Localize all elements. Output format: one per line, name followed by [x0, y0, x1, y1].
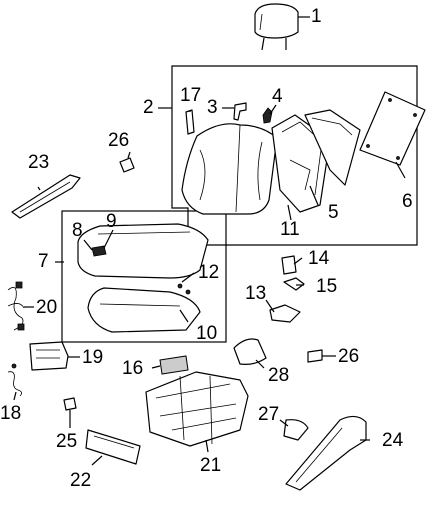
- seatback-panel: [304, 109, 361, 186]
- callout-1: 1: [311, 6, 322, 27]
- callout-7: 7: [38, 251, 49, 272]
- callout-11: 11: [280, 219, 300, 240]
- callout-9: 9: [106, 211, 117, 232]
- clip-26-lower: [307, 349, 323, 363]
- part-16: [159, 355, 189, 375]
- cushion-pad: [77, 223, 209, 279]
- cushion-frame: [87, 287, 201, 333]
- callout-14: 14: [308, 248, 330, 269]
- callout-23: 23: [28, 152, 50, 173]
- part-14: [281, 255, 297, 275]
- callout-13: 13: [245, 283, 267, 304]
- callout-2: 2: [143, 97, 154, 118]
- callout-12: 12: [198, 262, 220, 283]
- callout-28: 28: [268, 365, 290, 386]
- callout-20: 20: [36, 297, 58, 318]
- callout-19: 19: [82, 347, 104, 368]
- callout-16: 16: [122, 358, 144, 379]
- headrest: [254, 3, 299, 51]
- callout-10: 10: [196, 323, 218, 344]
- clip-4: [262, 107, 273, 124]
- clip-3: [233, 102, 247, 121]
- part-15: [283, 277, 305, 291]
- back-board: [359, 91, 426, 166]
- callout-24: 24: [382, 430, 404, 451]
- control-unit-19: [29, 341, 69, 371]
- callout-15: 15: [316, 276, 338, 297]
- callout-25: 25: [56, 431, 78, 452]
- clip-25: [63, 397, 77, 411]
- callout-3: 3: [207, 97, 218, 118]
- callout-22: 22: [70, 470, 92, 491]
- cushion-group-box: [61, 210, 227, 343]
- callout-27: 27: [258, 404, 280, 425]
- leader-lines: [13, 16, 406, 466]
- handle-27: [283, 419, 309, 441]
- seat-track-21: [145, 371, 249, 447]
- callout-26-upper: 26: [108, 130, 130, 151]
- callout-26-lower: 26: [338, 346, 360, 367]
- part-13: [269, 304, 301, 323]
- seatback-pad: [181, 123, 278, 215]
- callout-18: 18: [0, 403, 22, 424]
- clip-17: [185, 109, 195, 135]
- side-cover-28: [233, 338, 267, 365]
- harness-18: [7, 371, 22, 397]
- callout-21: 21: [200, 455, 222, 476]
- rail-cover-22: [85, 429, 141, 465]
- callout-6: 6: [402, 191, 413, 212]
- clip-26-upper: [119, 157, 135, 173]
- callout-5: 5: [328, 202, 339, 223]
- callout-8: 8: [72, 220, 83, 241]
- side-shield-24: [285, 415, 367, 491]
- callout-17: 17: [180, 85, 202, 106]
- callout-4: 4: [272, 86, 283, 107]
